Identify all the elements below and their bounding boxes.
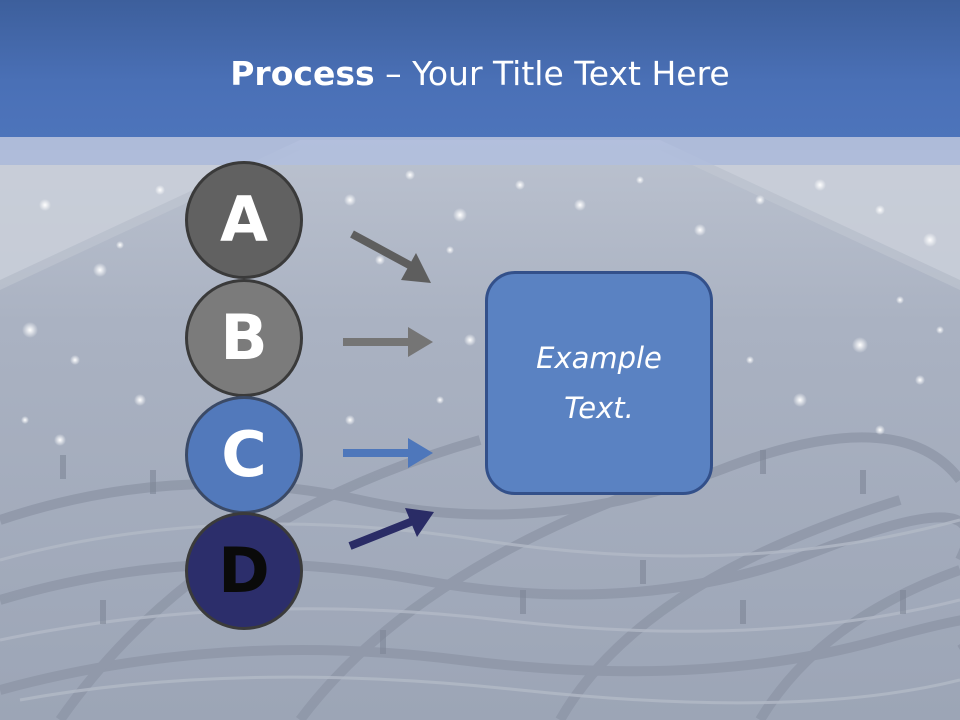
title-bar — [0, 0, 960, 137]
slide-title: Process – Your Title Text Here — [0, 52, 960, 96]
title-rest: – Your Title Text Here — [374, 54, 730, 93]
example-text: Example Text. — [536, 341, 662, 425]
step-circle-d: D — [185, 512, 303, 630]
title-bold: Process — [230, 54, 375, 93]
step-circle-a: A — [185, 161, 303, 279]
arrow-c-icon — [343, 438, 433, 468]
step-circle-b: B — [185, 279, 303, 397]
arrow-b-icon — [343, 327, 433, 357]
example-text-box: Example Text. — [485, 271, 713, 495]
step-circle-c: C — [185, 396, 303, 514]
arrow-a-icon — [350, 230, 431, 283]
arrow-d-icon — [348, 508, 434, 550]
title-band — [0, 137, 960, 165]
